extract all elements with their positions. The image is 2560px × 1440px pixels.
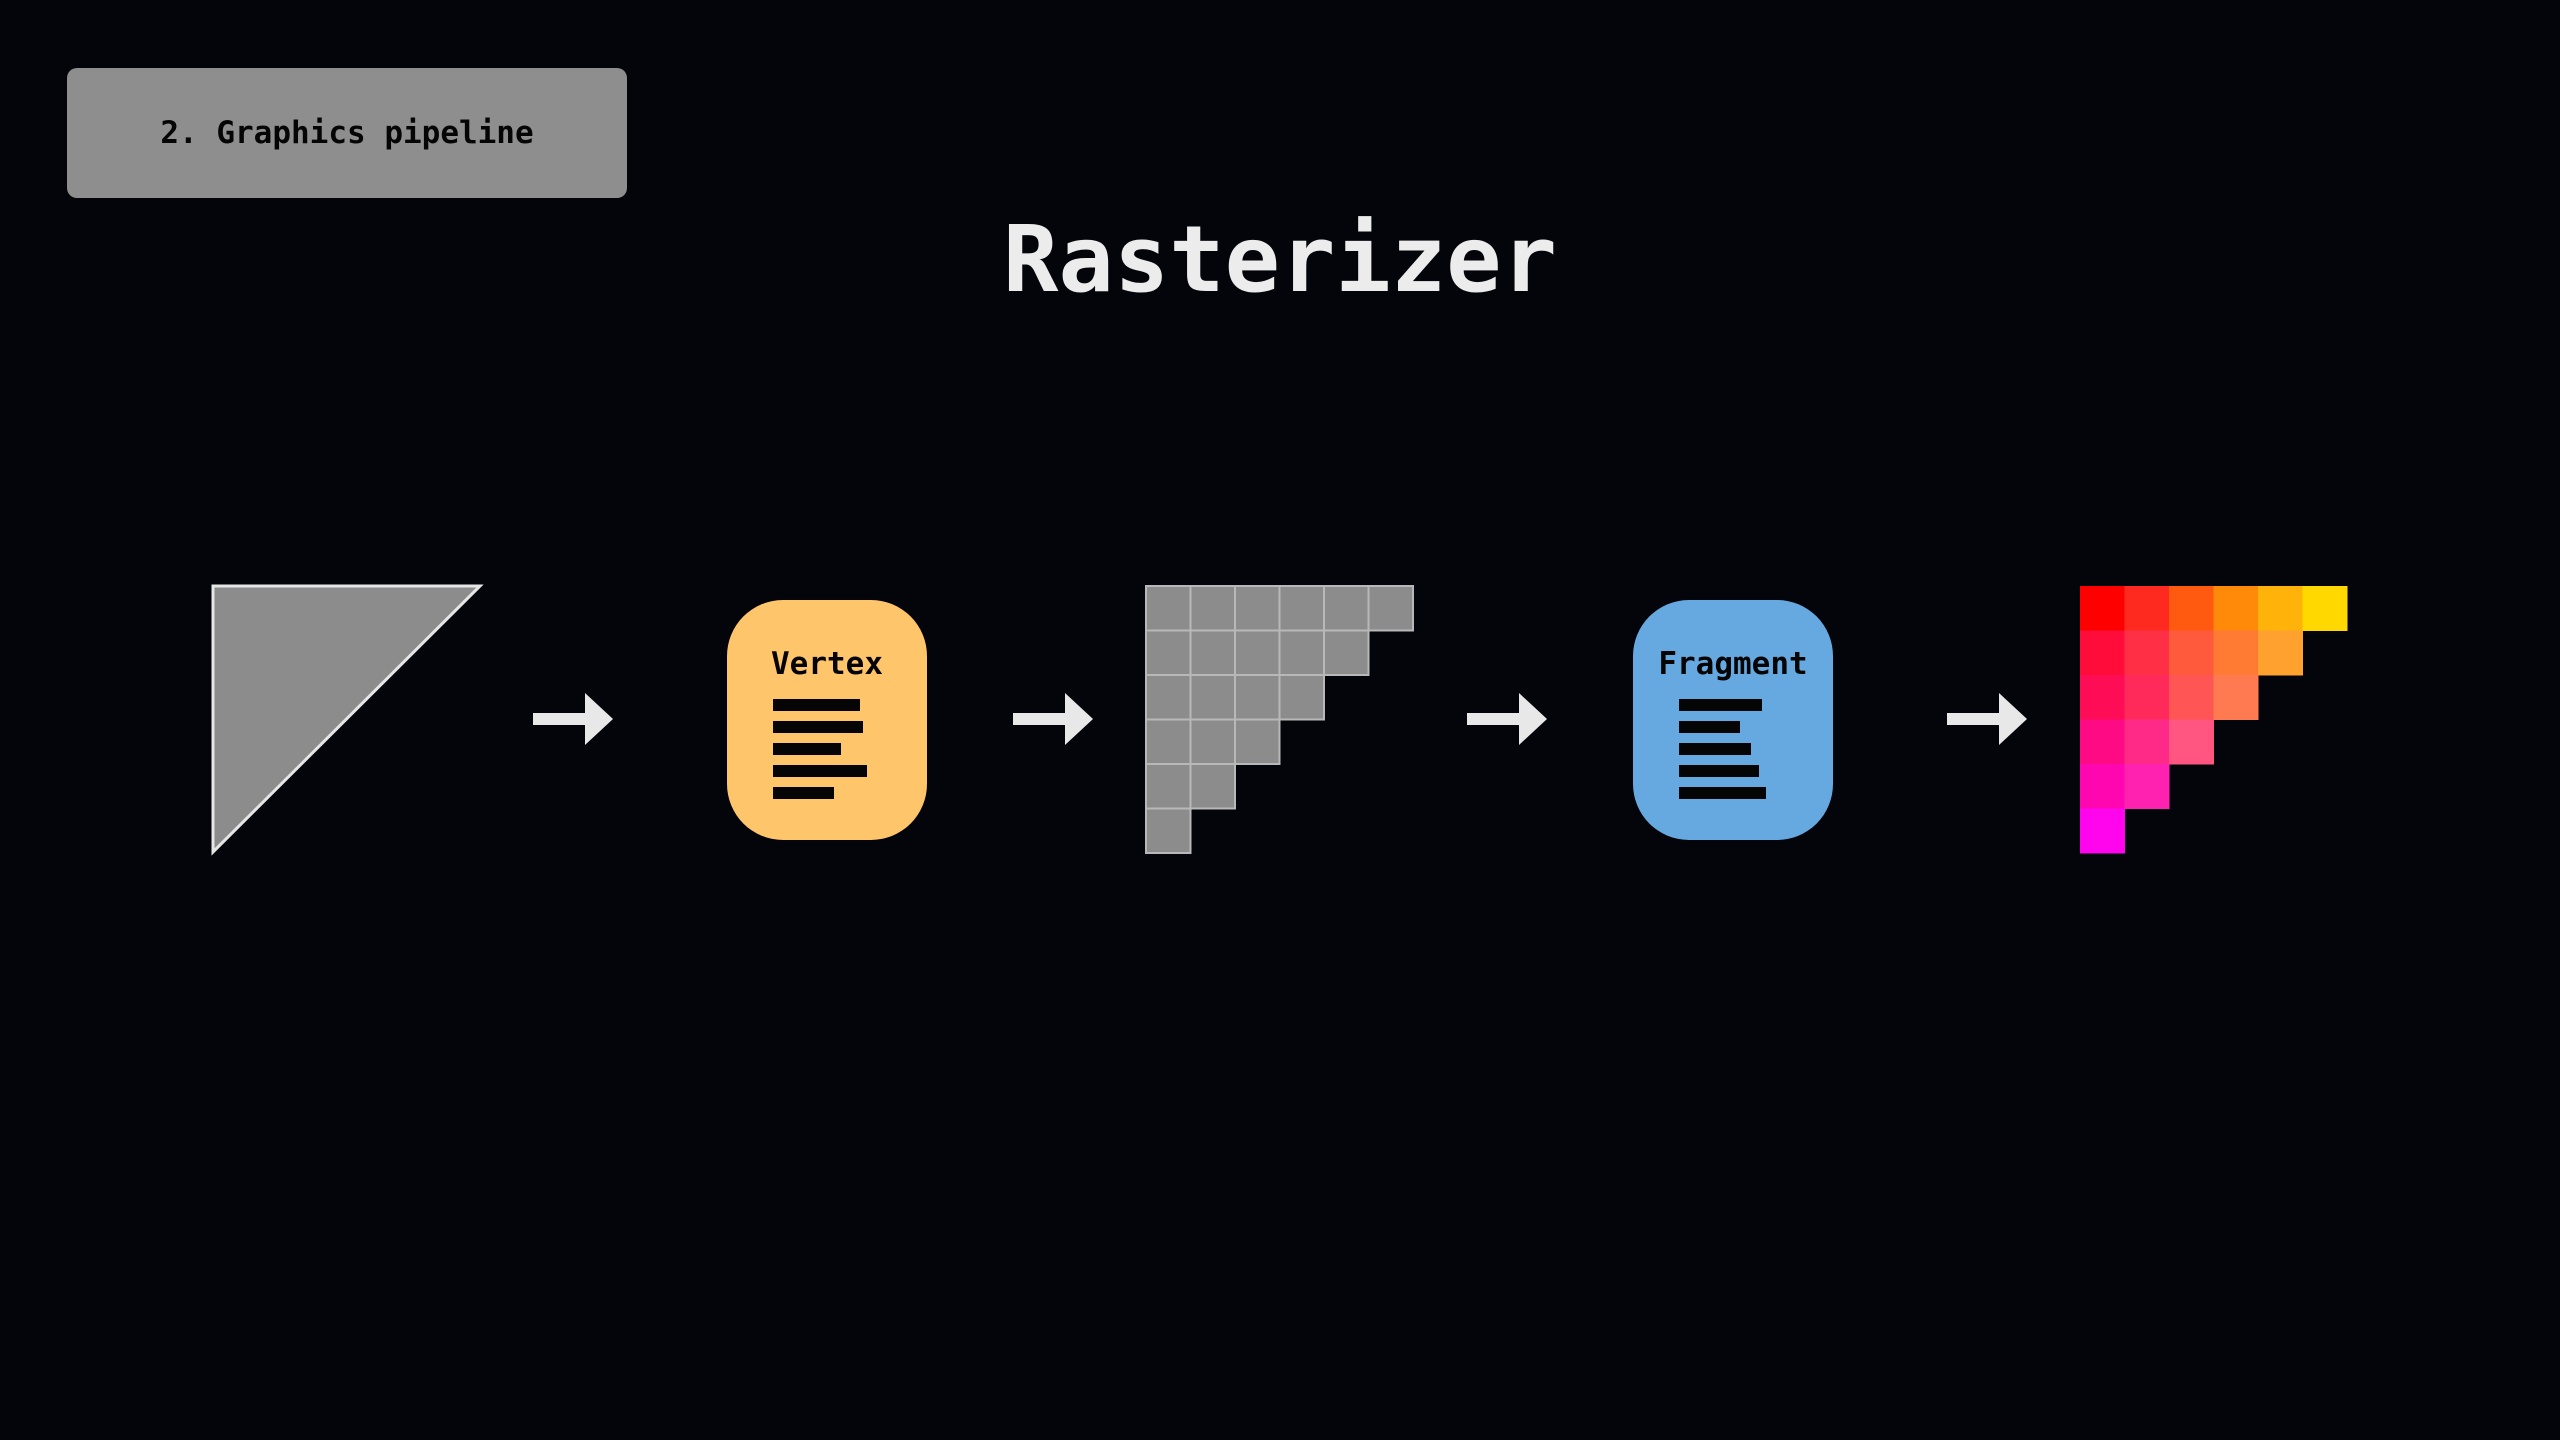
code-line [773, 743, 841, 755]
shaded-pixel [2124, 719, 2170, 765]
shaded-pixel [2080, 719, 2125, 765]
shaded-pixel [2302, 586, 2348, 631]
shaded-pixel [2080, 675, 2125, 720]
shaded-pixel [2124, 630, 2170, 676]
shaded-pixel [2169, 719, 2214, 765]
pixel-cell [1145, 674, 1192, 721]
shaded-pixel [2169, 675, 2214, 720]
arrow-right-icon [1013, 693, 1093, 745]
shaded-pixel [2080, 808, 2125, 854]
code-line [1679, 765, 1759, 777]
shaded-pixel [2080, 764, 2125, 809]
pixel-cell [1323, 585, 1370, 632]
pixel-cell [1189, 674, 1236, 721]
vertex-shader-card-bg [727, 600, 927, 840]
pixel-cell [1145, 629, 1192, 676]
pixel-cell [1323, 629, 1370, 676]
code-lines-icon [773, 699, 867, 799]
vertex-shader-label: Vertex [771, 646, 883, 682]
fragment-shader-card-bg [1633, 600, 1833, 840]
shaded-pixel [2169, 630, 2214, 676]
shaded-pixel [2213, 675, 2259, 720]
shaded-pixel [2258, 630, 2303, 676]
code-line [773, 721, 863, 733]
code-line [1679, 721, 1740, 733]
pixel-cell [1145, 763, 1192, 810]
shaded-pixel [2169, 586, 2214, 631]
code-line [1679, 699, 1762, 711]
triangle-primitive-icon [211, 584, 484, 856]
code-lines-icon [1679, 699, 1766, 799]
shaded-pixel [2213, 586, 2259, 631]
pixel-cell [1189, 585, 1236, 632]
section-tag: 2. Graphics pipeline [67, 68, 627, 198]
fragment-shader-label: Fragment [1658, 646, 1807, 682]
shaded-pixel [2124, 586, 2170, 631]
pixel-cell [1278, 629, 1325, 676]
pixel-cell [1234, 585, 1281, 632]
shaded-pixel [2080, 630, 2125, 676]
arrow-right-icon [1947, 693, 2027, 745]
code-line [1679, 787, 1766, 799]
shaded-pixels-icon [2080, 586, 2348, 854]
section-tag-label: 2. Graphics pipeline [160, 115, 534, 151]
pixel-cell [1189, 629, 1236, 676]
shaded-pixel [2080, 586, 2125, 631]
pixel-cell [1234, 629, 1281, 676]
pixel-cell [1278, 674, 1325, 721]
shaded-pixel [2258, 586, 2303, 631]
code-line [773, 765, 867, 777]
shaded-pixel [2124, 675, 2170, 720]
arrow-right-icon [1467, 693, 1547, 745]
pixel-grid-icon [1145, 585, 1414, 854]
pixel-cell [1234, 674, 1281, 721]
arrow-right-icon [533, 693, 613, 745]
pixel-cell [1278, 585, 1325, 632]
pixel-cell [1189, 763, 1236, 810]
pixel-cell [1367, 585, 1414, 632]
page-title: Rasterizer [1003, 206, 1557, 313]
fragment-shader-card: Fragment [1633, 600, 1833, 840]
shaded-pixel [2124, 764, 2170, 809]
pixel-cell [1145, 718, 1192, 765]
vertex-shader-card: Vertex [727, 600, 927, 840]
pixel-cell [1189, 718, 1236, 765]
code-line [773, 787, 834, 799]
code-line [773, 699, 860, 711]
shaded-pixel [2213, 630, 2259, 676]
pixel-cell [1145, 585, 1192, 632]
pixel-cell [1234, 718, 1281, 765]
pixel-cell [1145, 807, 1192, 854]
code-line [1679, 743, 1751, 755]
